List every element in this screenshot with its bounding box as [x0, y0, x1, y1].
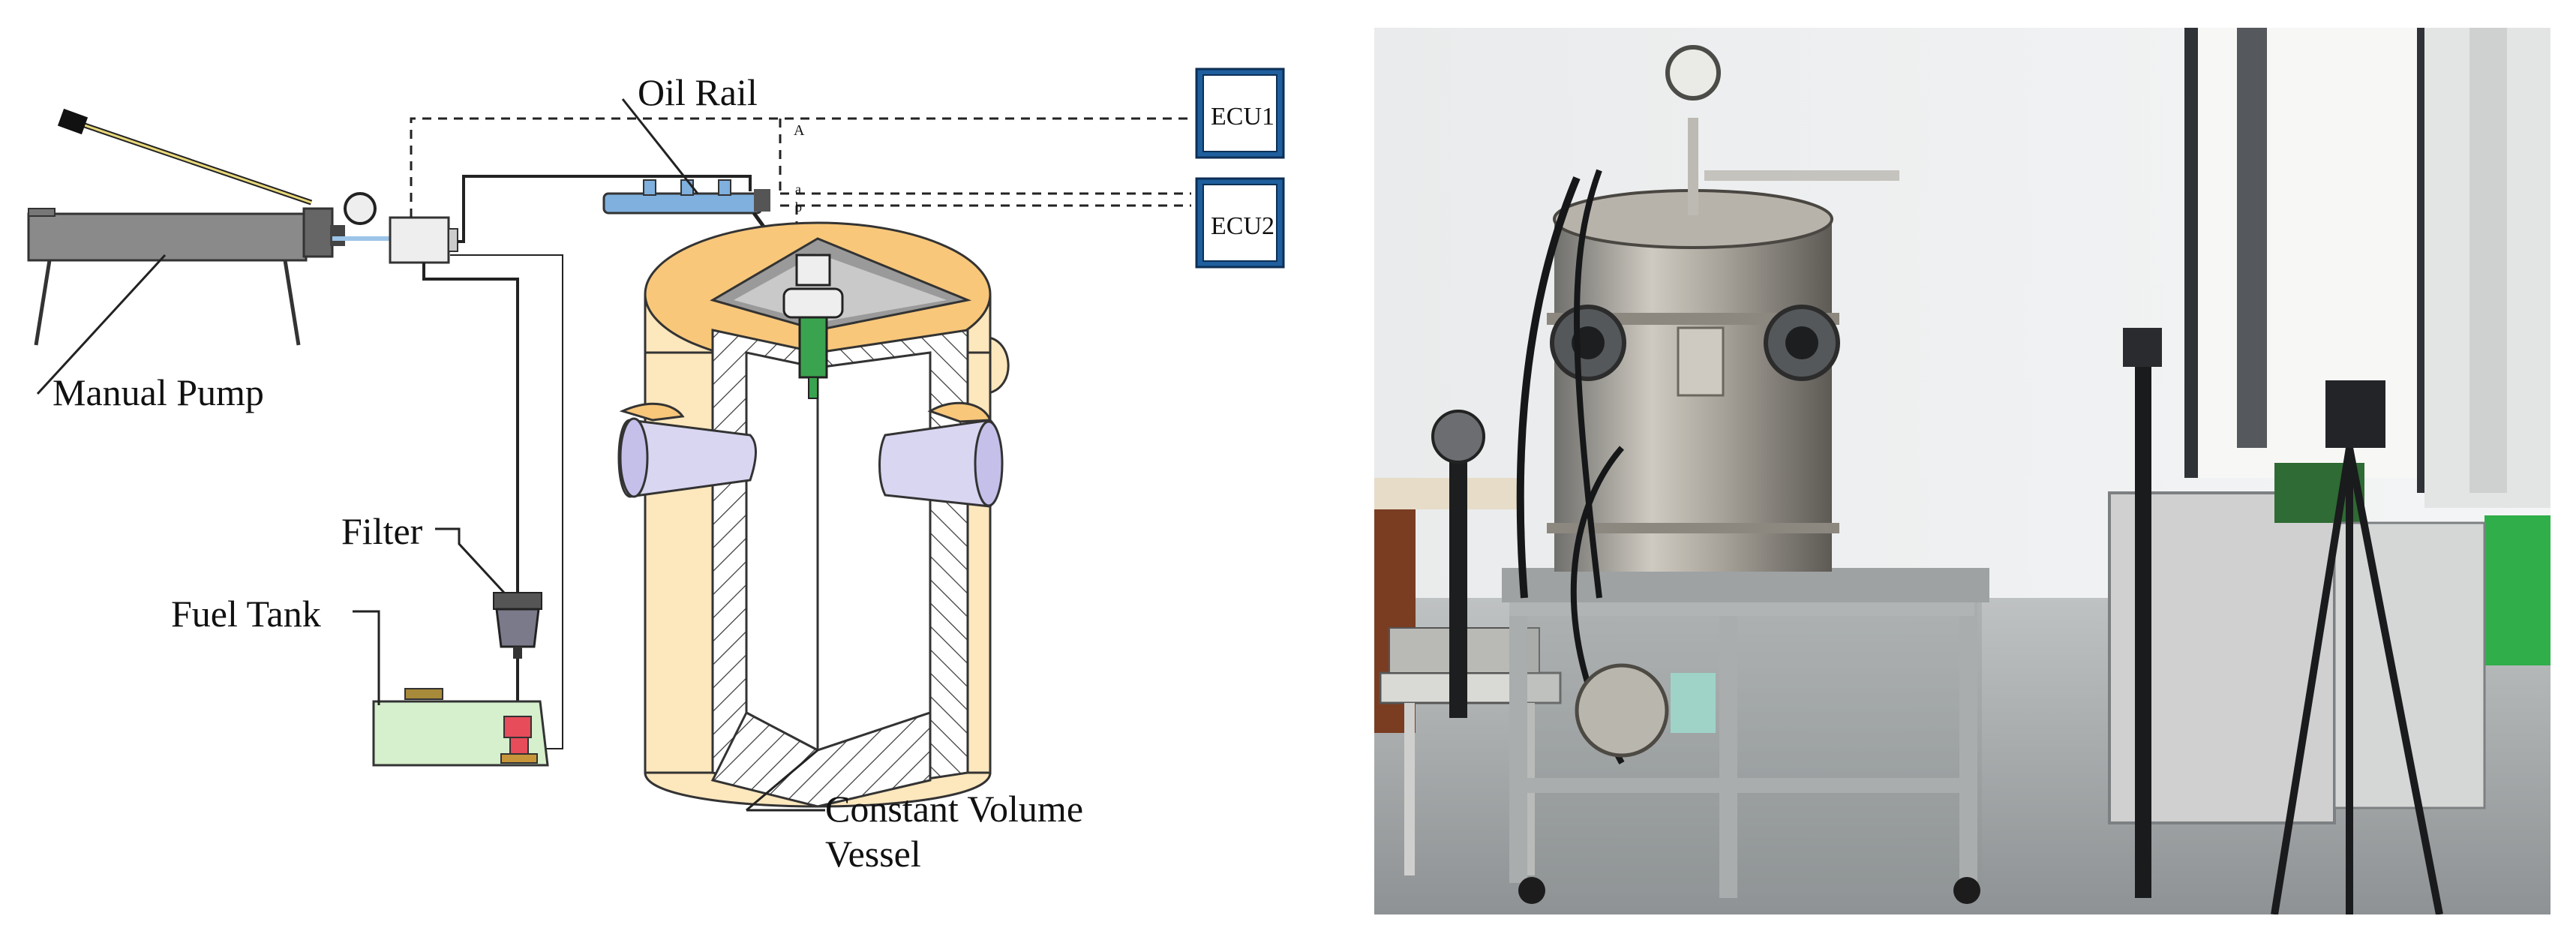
- filter-label: Filter: [341, 510, 423, 552]
- marker-a-upper: A: [794, 122, 805, 139]
- test-rig-photo-drawing: [1374, 28, 2550, 914]
- fuel-tank: [372, 688, 549, 767]
- test-rig-photo: [1374, 28, 2550, 914]
- oil-rail-label: Oil Rail: [638, 71, 758, 113]
- accumulator-block: [389, 216, 458, 264]
- constant-volume-vessel: [617, 221, 1010, 808]
- manual-pump-label: Manual Pump: [53, 371, 264, 413]
- fuel-tank-label: Fuel Tank: [171, 593, 321, 635]
- ecu1-box: ECU1: [1195, 68, 1285, 159]
- filter: [493, 592, 542, 659]
- ecu1-label: ECU1: [1211, 103, 1274, 131]
- marker-b-lower: b: [795, 200, 802, 215]
- vessel-label-line2: Vessel: [825, 833, 921, 875]
- manual-pump: [27, 108, 377, 395]
- schematic-diagram: Manual Pump Oil Rail A a b B ECU1 ECU2: [27, 68, 1285, 875]
- ecu2-label: ECU2: [1211, 212, 1274, 240]
- ecu2-box: ECU2: [1195, 177, 1285, 269]
- oil-rail: [602, 179, 770, 215]
- vessel-label-line1: Constant Volume: [825, 788, 1083, 830]
- marker-a-lower: a: [795, 182, 801, 197]
